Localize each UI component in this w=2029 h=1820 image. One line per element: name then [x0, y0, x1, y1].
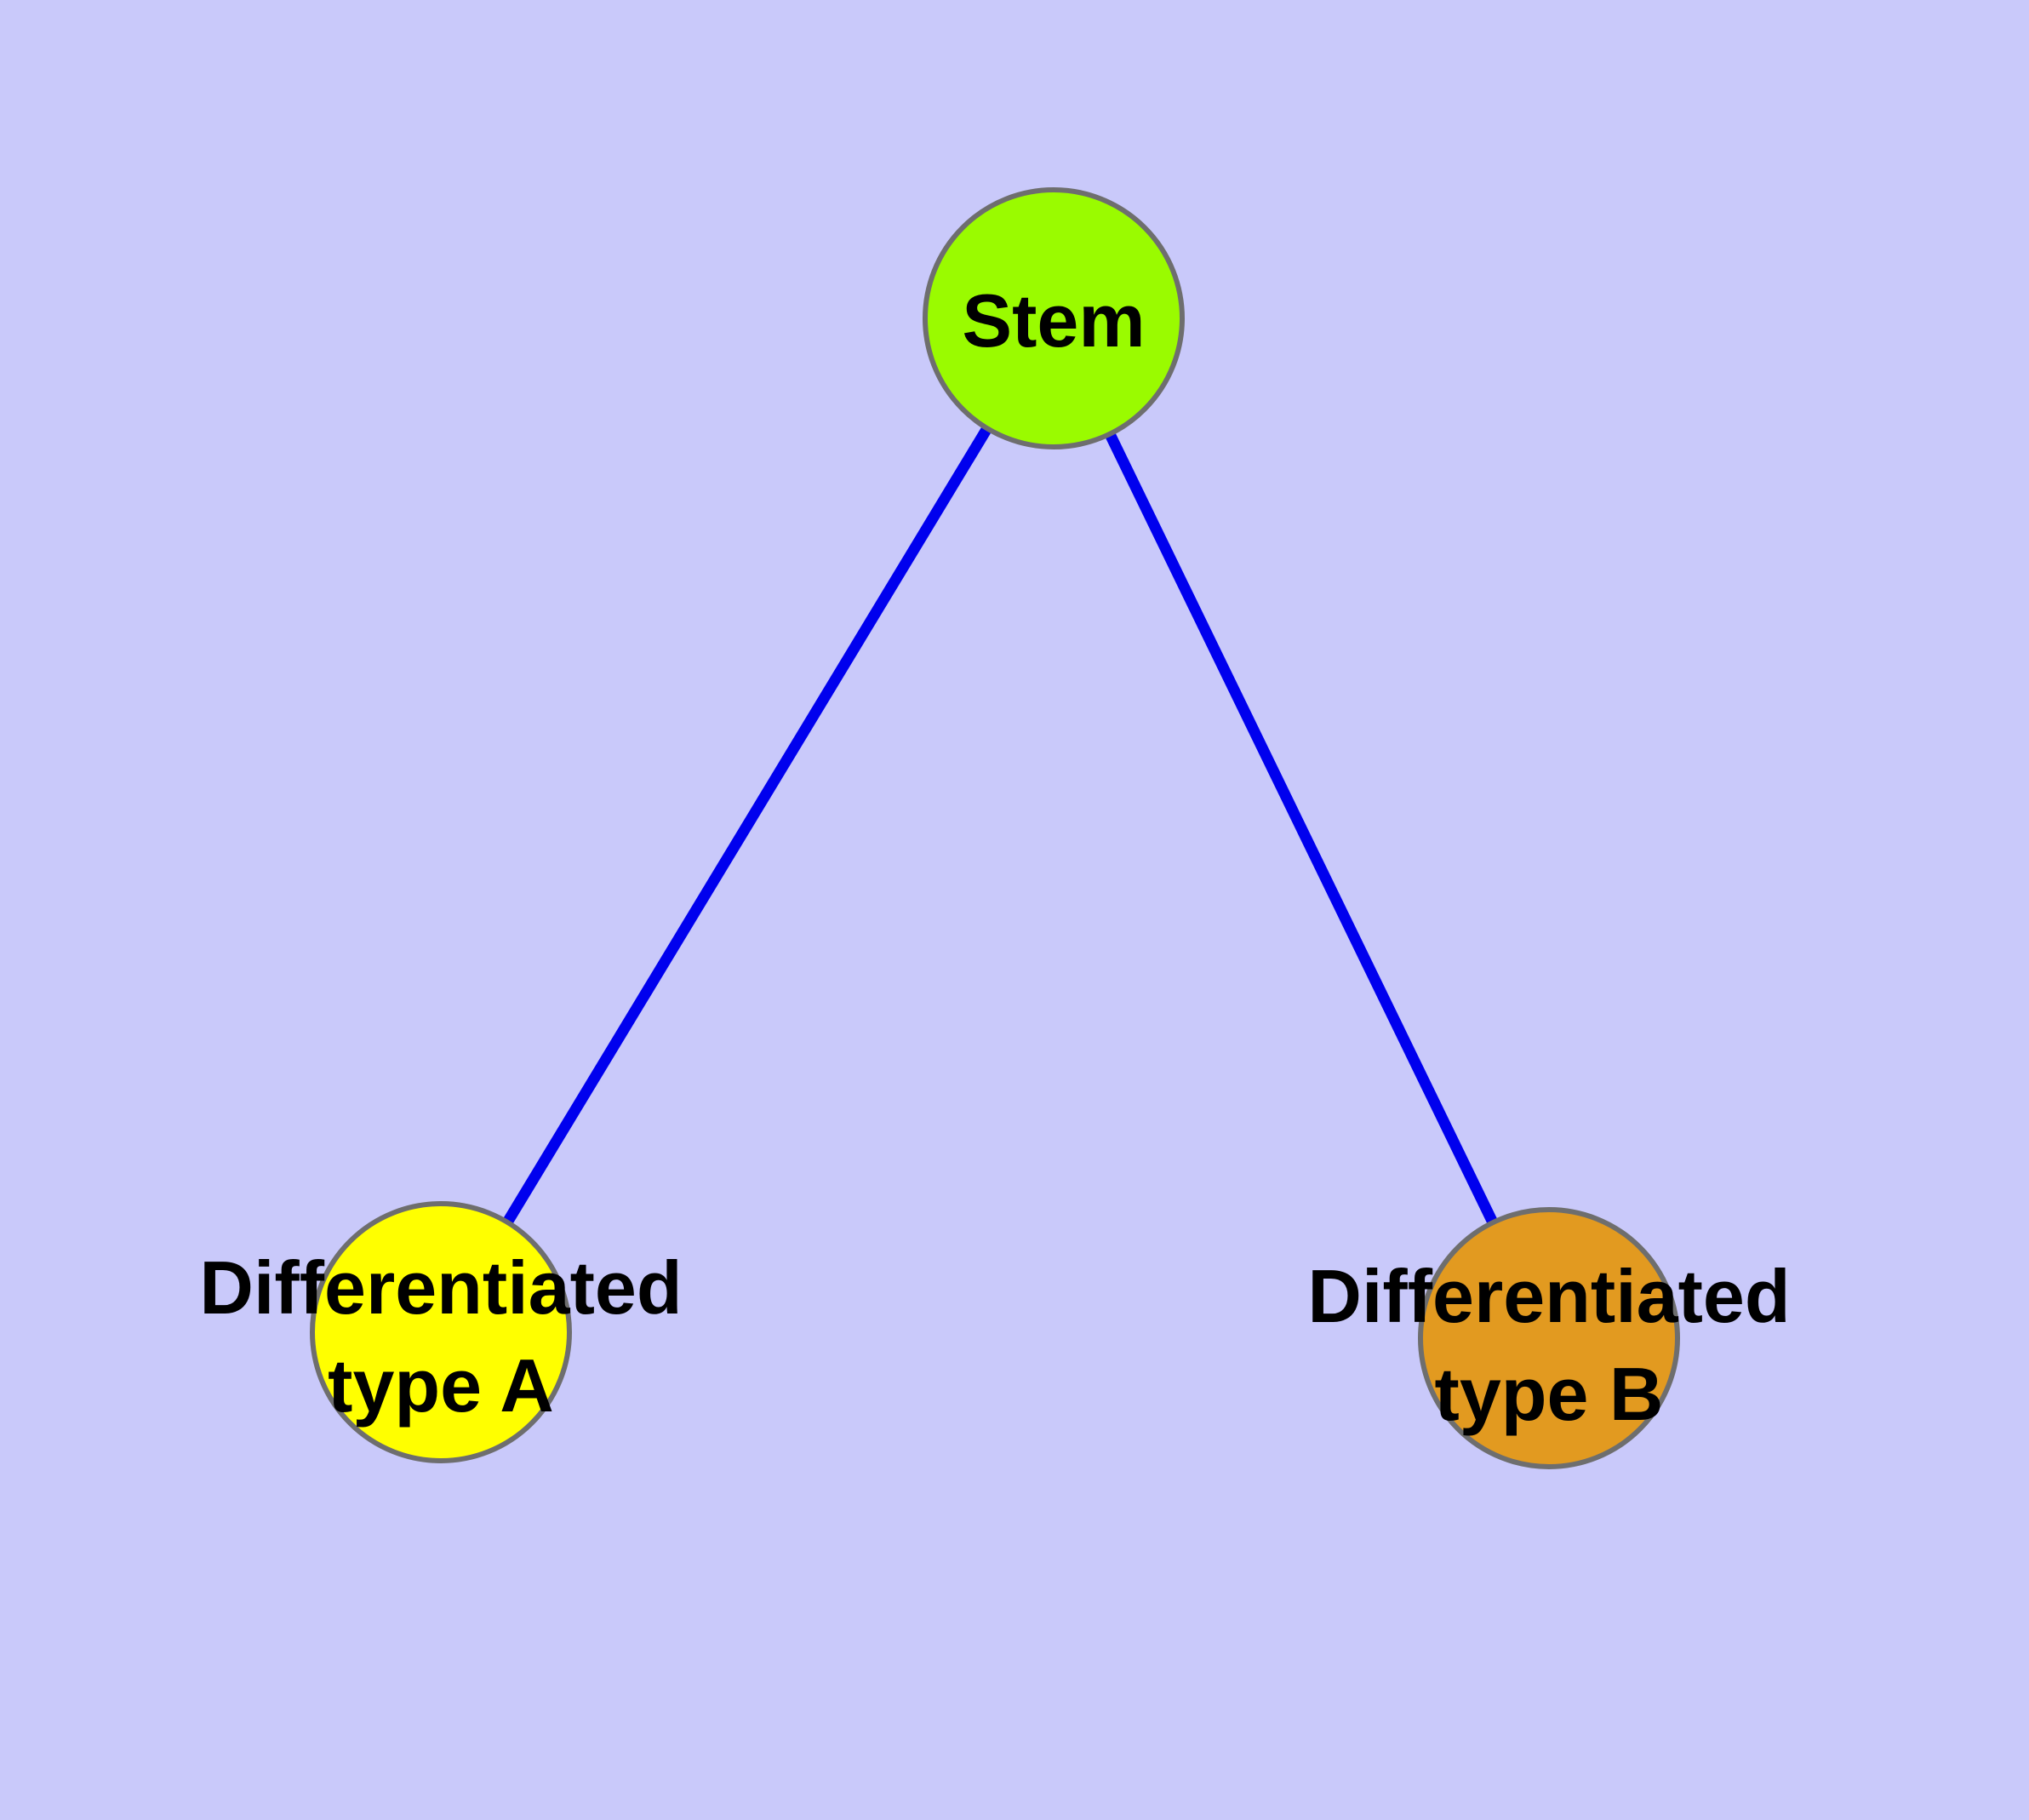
node-type-a-label-line1: Differentiated [199, 1245, 682, 1330]
edge-stem-to-type-b [1049, 316, 1554, 1341]
node-stem-label: Stem [962, 278, 1145, 363]
edge-stem-to-type-a [436, 315, 1059, 1336]
edges [436, 315, 1554, 1341]
node-type-b-label-line2: type B [1435, 1352, 1664, 1436]
node-type-a-label-line2: type A [328, 1343, 554, 1428]
node-type-b-circle [1418, 1207, 1680, 1469]
node-type-a-circle [310, 1201, 572, 1463]
node-differentiated-type-b: Differentiated type B [1307, 1207, 1791, 1469]
node-stem: Stem [923, 187, 1185, 449]
node-type-b-label-line1: Differentiated [1307, 1254, 1790, 1338]
node-differentiated-type-a: Differentiated type A [199, 1201, 683, 1463]
node-stem-circle [923, 187, 1185, 449]
